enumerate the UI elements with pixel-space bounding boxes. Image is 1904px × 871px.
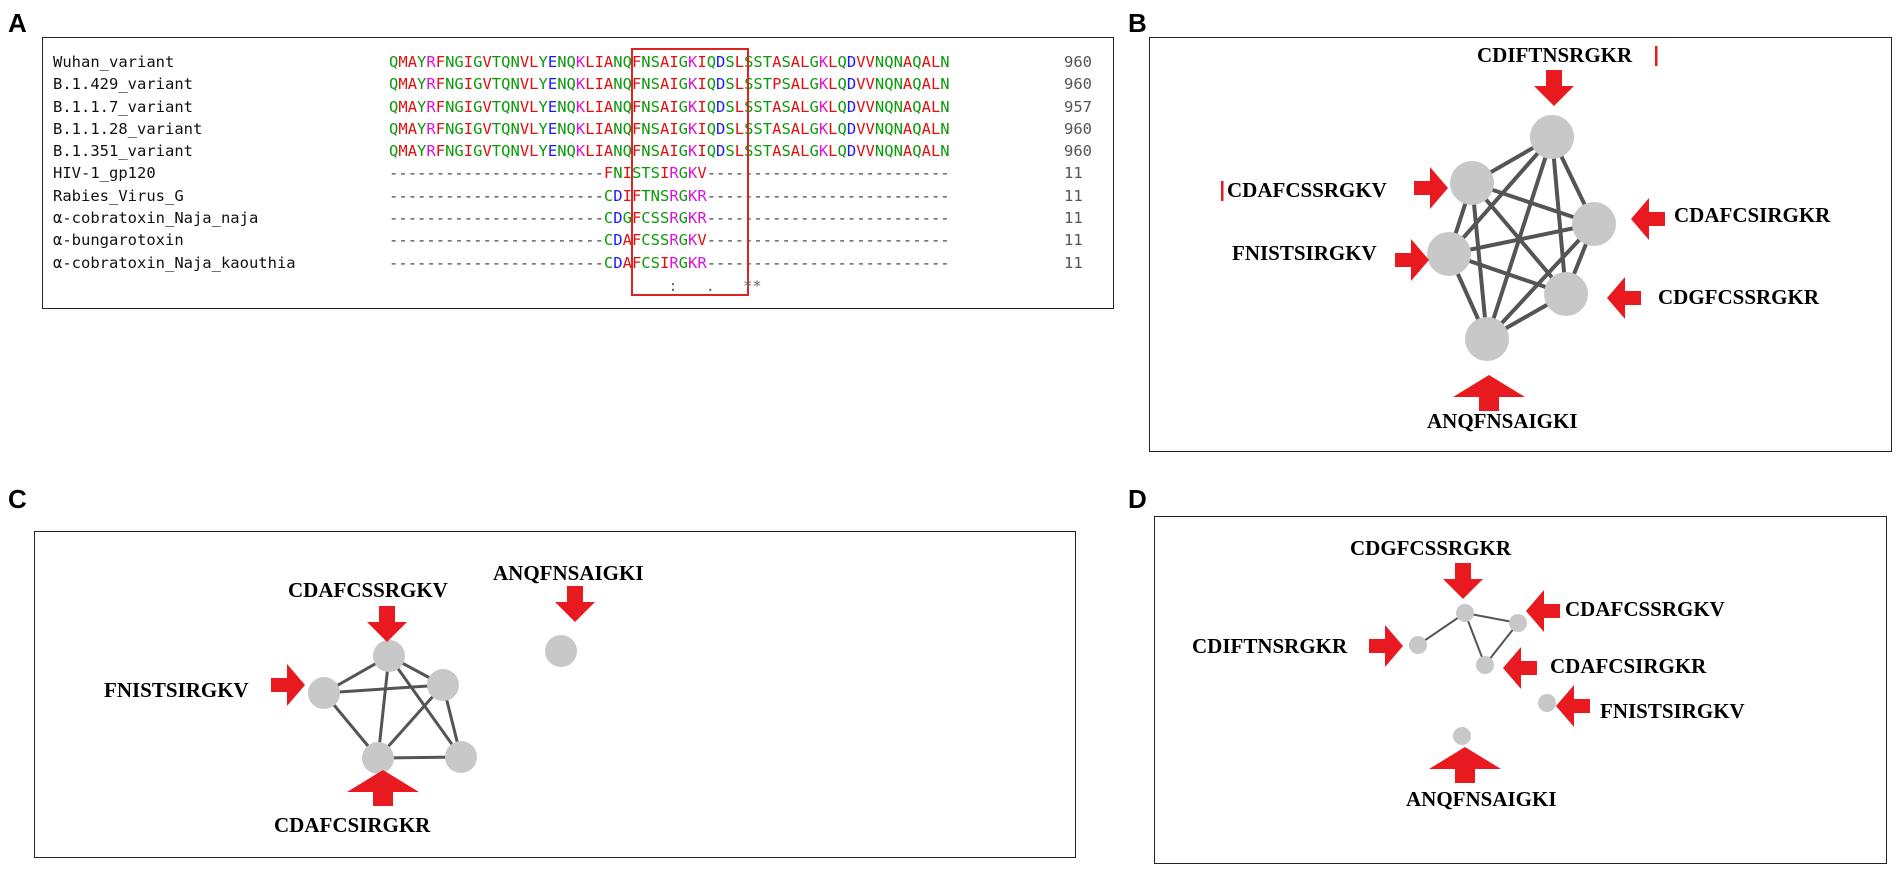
arrow-b-right1 — [1631, 198, 1665, 240]
label-b-left2: FNISTSIRGKV — [1232, 241, 1377, 265]
alignment-row-length: 11 — [1064, 231, 1083, 250]
arrow-d-top — [1443, 563, 1483, 599]
arrow-c-isolated — [555, 586, 595, 622]
node-d-cdgfcssrgkr — [1456, 604, 1474, 622]
network-b: CDIFTNSRGKR CDAFCSSRGKV FNISTSIRGKV CDAF… — [1221, 43, 1831, 433]
conserved-region-box — [631, 48, 749, 296]
network-panel-c — [34, 531, 1076, 858]
alignment-row-length: 957 — [1064, 97, 1092, 116]
node-c-cdafcsirgkr — [362, 742, 394, 774]
alignment-row-length: 11 — [1064, 164, 1083, 183]
label-d-left: CDIFTNSRGKR — [1192, 634, 1348, 658]
label-b-top: CDIFTNSRGKR — [1477, 43, 1633, 67]
alignment-row-name: B.1.1.7_variant — [53, 97, 193, 116]
arrow-c-bottom — [347, 770, 419, 806]
node-d-cdiftnsrgkr — [1409, 636, 1427, 654]
node-d-cdafcsirgkr — [1476, 656, 1494, 674]
arrow-b-left2 — [1395, 239, 1429, 281]
alignment-row-length: 11 — [1064, 186, 1083, 205]
arrow-b-left1 — [1414, 167, 1448, 209]
arrow-d-right3 — [1556, 685, 1590, 727]
panel-letter-d: D — [1128, 484, 1147, 514]
network-panel-d — [1154, 516, 1887, 864]
node-c-node5 — [445, 741, 477, 773]
label-b-bottom: ANQFNSAIGKI — [1427, 409, 1578, 433]
node-c-anqfnsaigki — [545, 635, 577, 667]
label-b-right1: CDAFCSIRGKR — [1674, 203, 1831, 227]
label-c-left: FNISTSIRGKV — [104, 678, 249, 702]
label-d-right1: CDAFCSSRGKV — [1565, 597, 1725, 621]
arrow-d-left — [1369, 625, 1403, 667]
alignment-row-length: 960 — [1064, 119, 1092, 138]
label-d-right2: CDAFCSIRGKR — [1550, 654, 1707, 678]
consensus-line: : . ** — [631, 277, 762, 295]
alignment-row-name: B.1.1.28_variant — [53, 119, 203, 138]
alignment-row-sequence: -----------------------CDAFCSSRGKV------… — [389, 231, 950, 250]
alignment-row-length: 11 — [1064, 209, 1083, 228]
label-d-right3: FNISTSIRGKV — [1600, 699, 1745, 723]
arrow-d-bottom — [1429, 747, 1501, 783]
node-b-anqfnsaigki — [1465, 317, 1509, 361]
alignment-row-name: HIV-1_gp120 — [53, 164, 156, 183]
arrow-b-right2 — [1607, 277, 1641, 319]
label-c-bottom: CDAFCSIRGKR — [274, 813, 431, 837]
alignment-row-sequence: QMAYRFNGIGVTQNVLYENQKLIANQFNSAIGKIQDSLSS… — [389, 53, 950, 71]
alignment-lengths: 960 960 957 960 960 11 11 11 11 11 — [1064, 51, 1092, 274]
arrow-b-bottom — [1453, 375, 1525, 411]
alignment-row-sequence: QMAYRFNGIGVTQNVLYENQKLIANQFNSAIGKIQDSLSS… — [389, 97, 950, 116]
node-c-node3 — [427, 669, 459, 701]
label-d-top: CDGFCSSRGKR — [1350, 536, 1512, 560]
alignment-row-length: 960 — [1064, 142, 1092, 161]
arrow-c-top — [367, 606, 407, 642]
alignment-row-name: Rabies_Virus_G — [53, 186, 184, 205]
node-d-cdafcssrgkv — [1509, 614, 1527, 632]
alignment-row-name: B.1.429_variant — [53, 75, 193, 94]
arrow-d-right1 — [1526, 590, 1560, 632]
network-c: CDAFCSSRGKV FNISTSIRGKV CDAFCSIRGKR ANQF… — [104, 561, 644, 837]
arrow-c-left — [271, 664, 305, 706]
arrow-b-top — [1534, 70, 1574, 106]
node-b-fnistsirgkv — [1427, 232, 1471, 276]
alignment-panel — [42, 37, 1114, 309]
node-b-cdafcsirgkr — [1572, 202, 1616, 246]
arrow-d-right2 — [1503, 647, 1537, 689]
tick-b-top — [1655, 46, 1658, 66]
alignment-row-name: Wuhan_variant — [53, 53, 175, 71]
tick-b-left1 — [1221, 181, 1224, 201]
node-d-anqfnsaigki — [1453, 727, 1471, 745]
panel-letter-b: B — [1128, 8, 1147, 38]
node-b-cdgfcssrgkr — [1544, 272, 1588, 316]
label-b-left1: CDAFCSSRGKV — [1227, 178, 1387, 202]
network-d: CDGFCSSRGKR CDAFCSSRGKV CDIFTNSRGKR CDAF… — [1192, 536, 1745, 811]
alignment-row-sequence: QMAYRFNGIGVTQNVLYENQKLIANQFNSAIGKIQDSLSS… — [389, 142, 950, 161]
label-c-isolated: ANQFNSAIGKI — [493, 561, 644, 585]
alignment-row-sequence: -----------------------CDIFTNSRGKR------… — [389, 186, 950, 205]
network-panel-b — [1149, 37, 1892, 452]
node-d-fnistsirgkv — [1538, 694, 1556, 712]
label-b-right2: CDGFCSSRGKR — [1658, 285, 1820, 309]
alignment-row-length: 960 — [1064, 53, 1092, 71]
alignment-row-name: B.1.351_variant — [53, 142, 193, 161]
label-d-bottom: ANQFNSAIGKI — [1406, 787, 1557, 811]
node-c-fnistsirgkv — [308, 677, 340, 709]
node-c-cdafcssrgkv — [373, 640, 405, 672]
alignment-row-sequence: -----------------------FNISTSIRGKV------… — [389, 164, 950, 183]
alignment-row-name: α-bungarotoxin — [53, 231, 184, 250]
alignment-row-length: 960 — [1064, 75, 1092, 94]
alignment-row-length: 11 — [1064, 253, 1083, 272]
panel-letter-c: C — [8, 484, 27, 514]
panel-letter-a: A — [8, 8, 27, 38]
node-b-cdafcssrgkv — [1450, 161, 1494, 205]
alignment-row-sequence: -----------------------CDGFCSSRGKR------… — [389, 209, 950, 228]
node-b-cdiftnsrgkr — [1530, 115, 1574, 159]
alignment-row-name: α-cobratoxin_Naja_kaouthia — [53, 253, 296, 272]
label-c-top: CDAFCSSRGKV — [288, 578, 448, 602]
alignment-row-name: α-cobratoxin_Naja_naja — [53, 209, 259, 228]
